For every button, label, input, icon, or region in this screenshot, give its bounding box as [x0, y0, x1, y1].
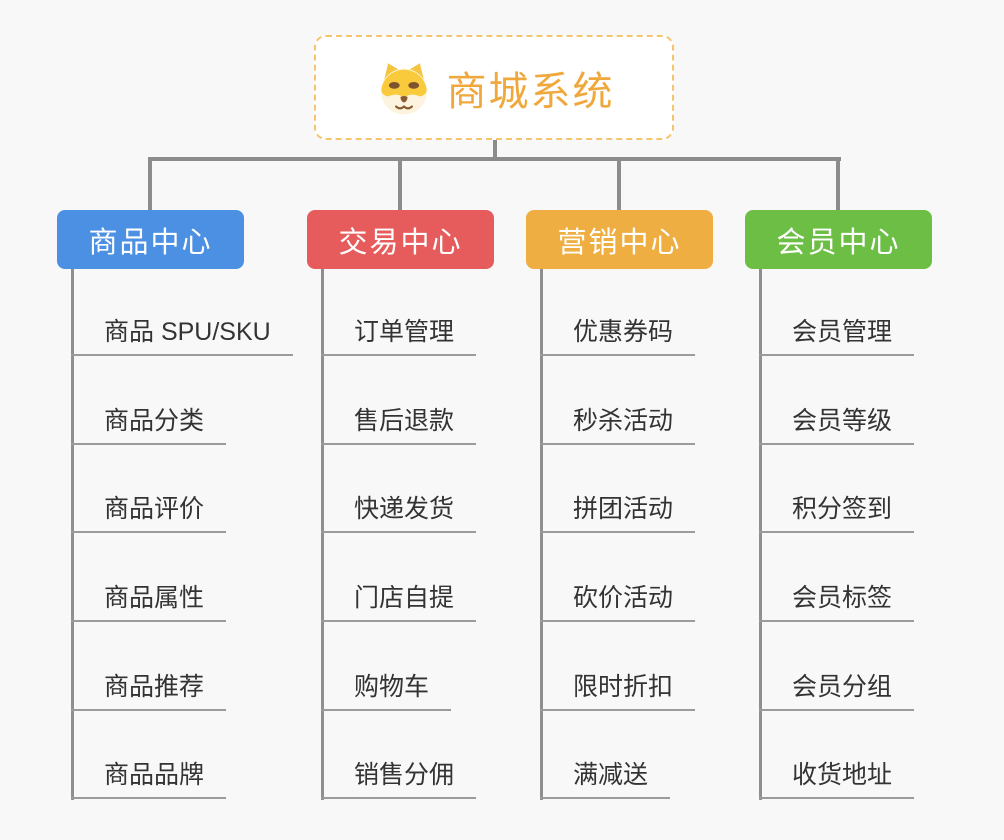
- leaf-node[interactable]: 会员分组: [759, 672, 915, 711]
- leaf-node[interactable]: 订单管理: [321, 317, 477, 356]
- leaf-node[interactable]: 限时折扣: [540, 672, 696, 711]
- leaf-node[interactable]: 商品分类: [71, 406, 227, 445]
- branch-node-marketing-center[interactable]: 营销中心: [526, 210, 713, 269]
- branch-child-line: [321, 269, 324, 800]
- leaf-node[interactable]: 会员管理: [759, 317, 915, 356]
- branch-child-line: [759, 269, 762, 800]
- leaf-node[interactable]: 收货地址: [759, 760, 915, 799]
- connector-branch-stub: [148, 161, 152, 210]
- connector-horizontal: [148, 157, 841, 161]
- leaf-node[interactable]: 快递发货: [321, 494, 477, 533]
- leaf-node[interactable]: 砍价活动: [540, 583, 696, 622]
- root-node[interactable]: 商城系统: [314, 35, 674, 140]
- branch-label: 交易中心: [338, 226, 463, 259]
- leaf-node[interactable]: 门店自提: [321, 583, 477, 622]
- leaf-node[interactable]: 会员等级: [759, 406, 915, 445]
- leaf-node[interactable]: 商品品牌: [71, 760, 227, 799]
- leaf-node[interactable]: 满减送: [540, 760, 671, 799]
- branch-child-line: [540, 269, 543, 800]
- connector-branch-stub: [398, 161, 402, 210]
- leaf-node[interactable]: 优惠券码: [540, 317, 696, 356]
- leaf-node[interactable]: 售后退款: [321, 406, 477, 445]
- branch-node-product-center[interactable]: 商品中心: [57, 210, 244, 269]
- branch-node-trade-center[interactable]: 交易中心: [307, 210, 494, 269]
- branch-label: 营销中心: [557, 226, 682, 259]
- branch-label: 商品中心: [88, 226, 213, 259]
- leaf-node[interactable]: 商品属性: [71, 583, 227, 622]
- branch-label: 会员中心: [776, 226, 901, 259]
- leaf-node[interactable]: 购物车: [321, 672, 452, 711]
- branch-child-line: [71, 269, 74, 800]
- leaf-node[interactable]: 秒杀活动: [540, 406, 696, 445]
- branch-node-member-center[interactable]: 会员中心: [745, 210, 932, 269]
- connector-root-stub: [493, 140, 497, 158]
- leaf-node[interactable]: 商品 SPU/SKU: [71, 317, 293, 356]
- shiba-dog-icon: [380, 62, 427, 114]
- connector-branch-stub: [617, 161, 621, 210]
- connector-branch-stub: [836, 161, 840, 210]
- leaf-node[interactable]: 商品推荐: [71, 672, 227, 711]
- leaf-node[interactable]: 拼团活动: [540, 494, 696, 533]
- leaf-node[interactable]: 积分签到: [759, 494, 915, 533]
- leaf-node[interactable]: 销售分佣: [321, 760, 477, 799]
- root-title: 商城系统: [446, 69, 615, 114]
- leaf-node[interactable]: 商品评价: [71, 494, 227, 533]
- leaf-node[interactable]: 会员标签: [759, 583, 915, 622]
